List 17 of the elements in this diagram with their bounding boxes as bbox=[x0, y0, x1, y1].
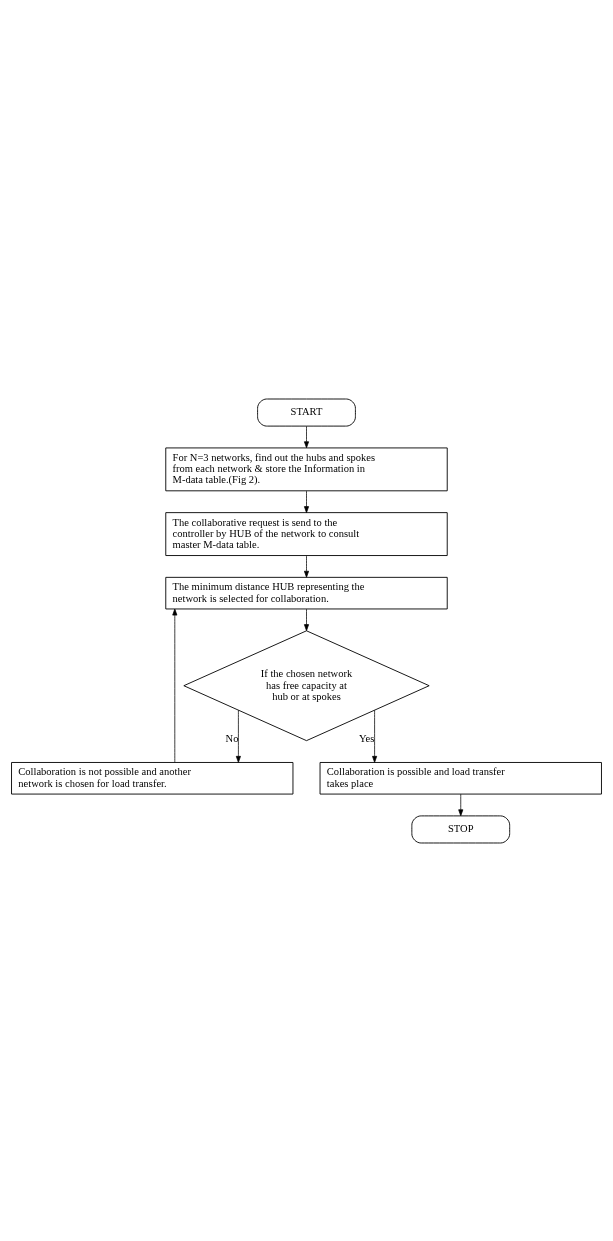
arrow bbox=[458, 793, 464, 816]
node-box: START bbox=[257, 398, 356, 427]
node-box: For N=3 networks, find out the hubs and spokes from each network & store the Information in M-data table.(Fig 2). bbox=[165, 446, 448, 491]
arrow bbox=[372, 709, 378, 763]
node-box: STOP bbox=[411, 814, 511, 843]
arrow bbox=[235, 709, 241, 763]
edge-label: No bbox=[225, 732, 239, 744]
node-box: The minimum distance HUB representing the network is selected for collaboration. bbox=[165, 576, 448, 609]
node-box: Collaboration is possible and load transfer takes place bbox=[319, 761, 602, 795]
arrow bbox=[172, 608, 178, 763]
arrow bbox=[304, 425, 309, 448]
node-box: The collaborative request is send to the controller by HUB of the network to consult master M-data table. bbox=[165, 511, 448, 556]
node-box: Collaboration is not possible and another network is chosen for load transfer. bbox=[11, 761, 294, 795]
arrow bbox=[304, 554, 309, 578]
edge-label: Yes bbox=[359, 732, 375, 744]
arrow bbox=[304, 490, 309, 513]
arrow bbox=[304, 608, 309, 631]
